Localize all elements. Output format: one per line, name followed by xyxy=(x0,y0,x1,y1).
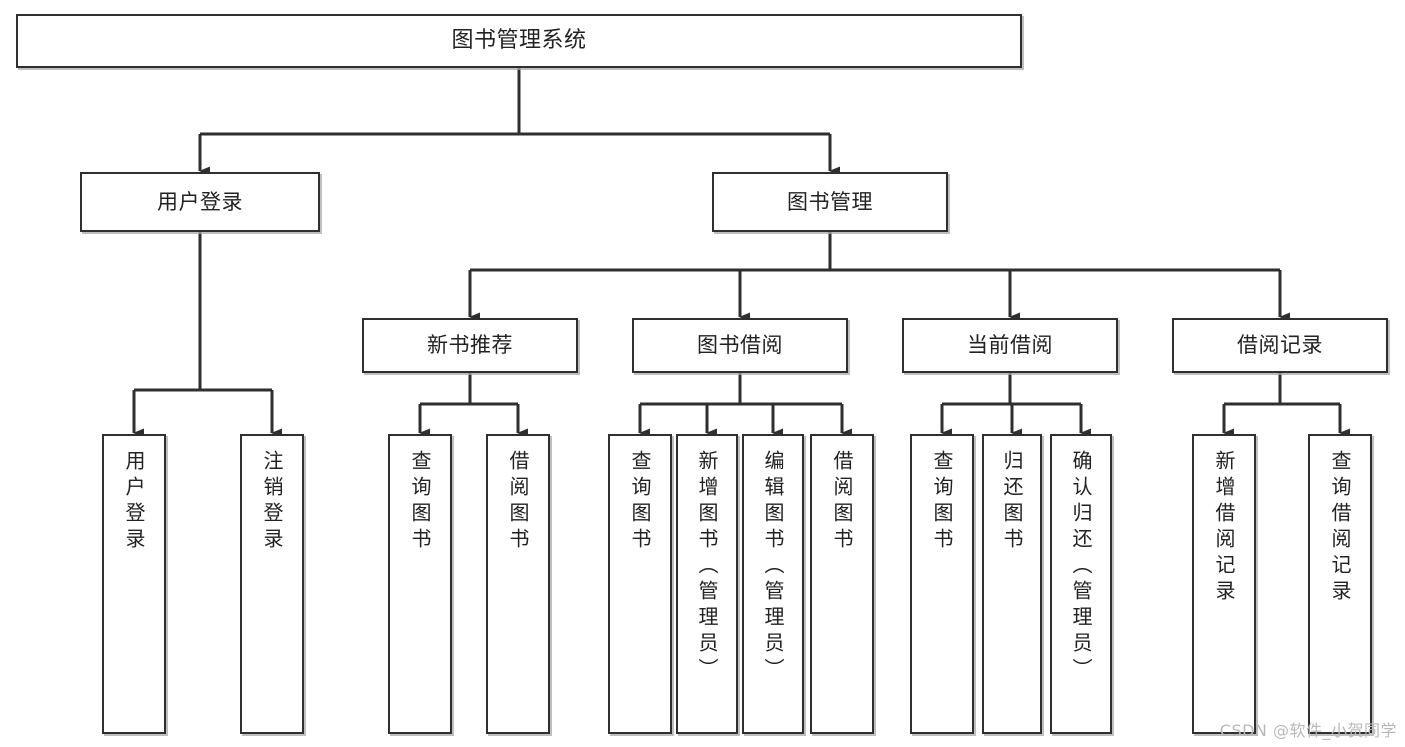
node-leaf-query-record[interactable]: 查询借阅记录 xyxy=(1308,434,1372,734)
node-label-user-login: 用户登录 xyxy=(157,189,243,214)
node-leaf-query-book-3[interactable]: 查询图书 xyxy=(910,434,974,734)
node-current-borrow[interactable]: 当前借阅 xyxy=(902,318,1118,373)
node-label-leaf-edit-book: 编辑图书（管理员） xyxy=(761,450,785,684)
node-label-leaf-borrow-book-1: 借阅图书 xyxy=(506,450,530,554)
node-label-leaf-query-book-3: 查询图书 xyxy=(930,450,954,554)
node-root[interactable]: 图书管理系统 xyxy=(16,14,1022,68)
node-label-leaf-query-book-1: 查询图书 xyxy=(408,450,432,554)
node-label-leaf-logout: 注销登录 xyxy=(260,450,284,554)
node-borrow-record[interactable]: 借阅记录 xyxy=(1172,318,1388,373)
node-label-leaf-add-record: 新增借阅记录 xyxy=(1212,450,1236,606)
node-label-book-borrow: 图书借阅 xyxy=(697,333,783,358)
node-leaf-edit-book[interactable]: 编辑图书（管理员） xyxy=(742,434,804,734)
node-new-book-rec[interactable]: 新书推荐 xyxy=(362,318,578,373)
node-user-login[interactable]: 用户登录 xyxy=(80,172,320,232)
node-leaf-return-book[interactable]: 归还图书 xyxy=(982,434,1042,734)
node-book-manage[interactable]: 图书管理 xyxy=(712,172,948,232)
node-book-borrow[interactable]: 图书借阅 xyxy=(632,318,848,373)
node-label-root: 图书管理系统 xyxy=(451,28,587,54)
node-leaf-logout[interactable]: 注销登录 xyxy=(240,434,304,734)
node-label-current-borrow: 当前借阅 xyxy=(967,333,1053,358)
node-leaf-add-book[interactable]: 新增图书（管理员） xyxy=(676,434,738,734)
node-leaf-user-login[interactable]: 用户登录 xyxy=(102,434,166,734)
node-label-leaf-borrow-book-2: 借阅图书 xyxy=(830,450,854,554)
node-leaf-add-record[interactable]: 新增借阅记录 xyxy=(1192,434,1256,734)
node-leaf-query-book-2[interactable]: 查询图书 xyxy=(608,434,672,734)
node-label-leaf-add-book: 新增图书（管理员） xyxy=(695,450,719,684)
node-label-new-book-rec: 新书推荐 xyxy=(427,333,513,358)
node-label-leaf-query-book-2: 查询图书 xyxy=(628,450,652,554)
node-label-leaf-confirm-return: 确认归还（管理员） xyxy=(1069,450,1093,684)
node-leaf-borrow-book-1[interactable]: 借阅图书 xyxy=(486,434,550,734)
node-label-book-manage: 图书管理 xyxy=(787,189,873,214)
node-label-borrow-record: 借阅记录 xyxy=(1237,333,1323,358)
node-leaf-borrow-book-2[interactable]: 借阅图书 xyxy=(810,434,874,734)
edges-group xyxy=(132,68,1350,438)
node-label-leaf-return-book: 归还图书 xyxy=(1000,450,1024,554)
node-leaf-confirm-return[interactable]: 确认归还（管理员） xyxy=(1050,434,1112,734)
node-label-leaf-query-record: 查询借阅记录 xyxy=(1328,450,1352,606)
node-label-leaf-user-login: 用户登录 xyxy=(122,450,146,554)
csdn-watermark: CSDN @软件_小贺同学 xyxy=(1219,721,1397,740)
node-leaf-query-book-1[interactable]: 查询图书 xyxy=(388,434,452,734)
